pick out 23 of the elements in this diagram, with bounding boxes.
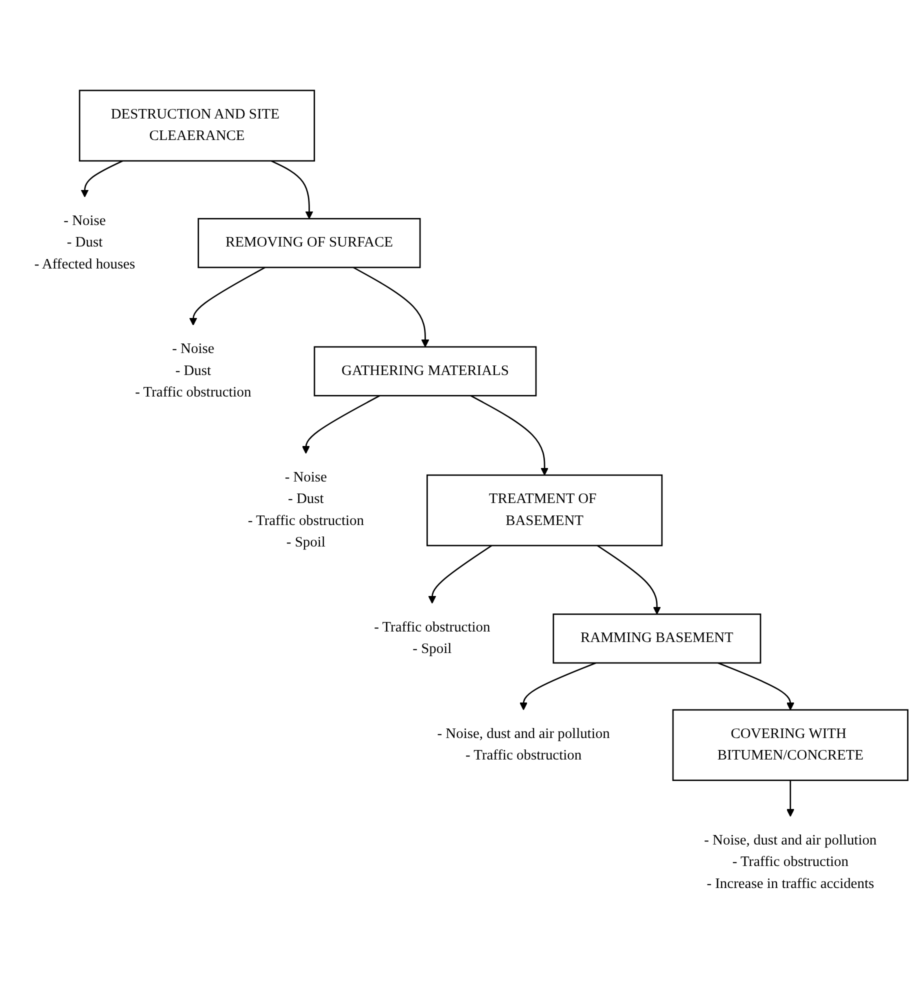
node-text: - Noise - Dust - Traffic obstruction	[135, 341, 252, 400]
arrow	[520, 662, 596, 710]
arrow	[353, 266, 430, 348]
arrow	[596, 544, 661, 615]
arrow	[428, 544, 492, 604]
node-text: - Traffic obstruction - Spoil	[374, 620, 490, 657]
node-box: REMOVING OF SURFACE	[198, 218, 421, 268]
arrow	[302, 395, 380, 454]
node-box: TREATMENT OF BASEMENT	[426, 474, 663, 546]
node-text: - Noise, dust and air pollution - Traffic obstruction - Increase in traffic accidents	[704, 832, 877, 892]
node-text: - Noise - Dust - Affected houses	[34, 213, 136, 272]
node-box: GATHERING MATERIALS	[314, 346, 537, 396]
arrow	[470, 395, 549, 476]
node-box: RAMMING BASEMENT	[552, 614, 762, 664]
node-text: - Noise, dust and air pollution - Traffic obstruction	[437, 726, 610, 764]
arrow	[189, 266, 266, 326]
arrow	[786, 780, 794, 817]
arrow	[80, 160, 124, 198]
node-box: DESTRUCTION AND SITE CLEAERANCE	[78, 90, 316, 162]
arrow	[718, 662, 794, 710]
node-box: COVERING WITH BITUMEN/CONCRETE	[672, 709, 908, 781]
node-text: - Noise - Dust - Traffic obstruction - Spoil	[248, 470, 364, 550]
arrow	[270, 160, 314, 220]
